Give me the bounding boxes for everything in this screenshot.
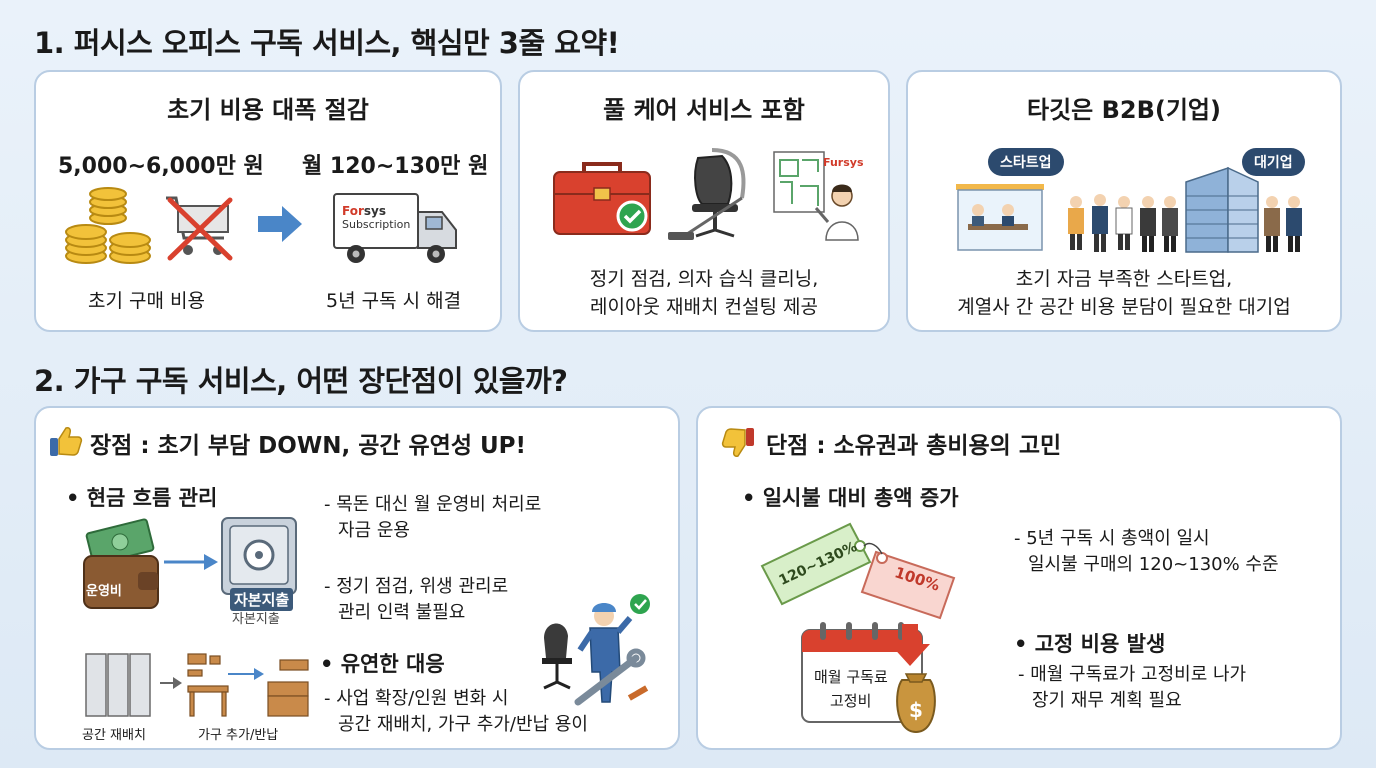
cash-bullet-2-line2: 관리 인력 불필요 bbox=[338, 602, 466, 623]
cash-flow-heading: • 현금 흐름 관리 bbox=[66, 486, 218, 510]
consultant-brand: Fursys bbox=[823, 156, 864, 169]
calendar-text-1: 매월 구독료 bbox=[814, 668, 888, 686]
section2-title: 2. 가구 구독 서비스, 어떤 장단점이 있을까? bbox=[34, 364, 568, 398]
flex-heading: • 유연한 대응 bbox=[320, 652, 445, 676]
price-tags-icon bbox=[760, 522, 956, 620]
arrow-right-icon bbox=[164, 554, 218, 570]
card-full-care-title: 풀 케어 서비스 포함 bbox=[603, 96, 805, 124]
flex-bullet-line2: 공간 재배치, 가구 추가/반납 용이 bbox=[338, 714, 588, 735]
section1-title: 1. 퍼시스 오피스 구독 서비스, 핵심만 3줄 요약! bbox=[34, 26, 620, 60]
space-caption: 공간 재배치 bbox=[82, 728, 146, 743]
safe-label: 자본지출 bbox=[230, 588, 294, 611]
card-initial-cost: 초기 비용 대폭 절감 5,000~6,000만 원 월 120~130만 원 … bbox=[34, 70, 502, 332]
subscription-truck-icon bbox=[333, 193, 457, 263]
arrow-right-icon bbox=[258, 206, 302, 242]
wallet-money-icon bbox=[83, 518, 159, 609]
b2b-desc-1: 초기 자금 부족한 스타트업, bbox=[1015, 268, 1233, 290]
dollar-icon: $ bbox=[909, 698, 923, 722]
upfront-price: 5,000~6,000만 원 bbox=[58, 154, 264, 179]
truck-brand-for: For bbox=[342, 204, 364, 218]
safe-icon bbox=[221, 517, 297, 599]
crossed-cart-icon bbox=[166, 196, 233, 261]
full-care-desc-2: 레이아웃 재배치 컨설팅 제공 bbox=[590, 296, 818, 318]
pros-title: 장점 : 초기 부담 DOWN, 공간 유연성 UP! bbox=[90, 433, 527, 459]
calendar-text-2: 고정비 bbox=[830, 692, 872, 710]
b2b-desc-2: 계열사 간 공간 비용 분담이 필요한 대기업 bbox=[957, 296, 1291, 318]
startup-office-icon bbox=[956, 184, 1133, 252]
tag-startup: 스타트업 bbox=[988, 148, 1064, 176]
full-care-desc-1: 정기 점검, 의자 습식 클리닝, bbox=[589, 268, 819, 290]
card-b2b-target: 타깃은 B2B(기업) 스타트업 대기업 초기 자금 부족한 스타트업, 계열사… bbox=[906, 70, 1342, 332]
wallet-label: 운영비 bbox=[86, 584, 122, 599]
furniture-icon bbox=[187, 653, 309, 717]
fixed-cost-heading: • 고정 비용 발생 bbox=[1014, 632, 1166, 656]
calendar-icon bbox=[801, 622, 936, 734]
truck-brand-sys: sys bbox=[363, 204, 386, 218]
card-b2b-title: 타깃은 B2B(기업) bbox=[1027, 96, 1221, 124]
tag-enterprise: 대기업 bbox=[1242, 148, 1305, 176]
chair-vacuum-icon bbox=[668, 148, 746, 240]
cash-bullet-2-line1: - 정기 점검, 위생 관리로 bbox=[324, 576, 509, 597]
total-bullet-line2: 일시불 구매의 120~130% 수준 bbox=[1028, 554, 1279, 575]
safe-label-under: 자본지출 bbox=[232, 612, 280, 627]
cash-bullet-1-line1: - 목돈 대신 월 운영비 처리로 bbox=[324, 494, 542, 515]
cash-bullet-1-line2: 자금 운용 bbox=[338, 520, 410, 541]
card-cons: 단점 : 소유권과 총비용의 고민 • 일시불 대비 총액 증가 120~130… bbox=[696, 406, 1342, 750]
card-initial-cost-title: 초기 비용 대폭 절감 bbox=[167, 96, 369, 124]
truck-subscription-label: Subscription bbox=[342, 218, 411, 231]
card-full-care: 풀 케어 서비스 포함 Fursys 정기 점검, 의자 습식 클리닝, 레이아… bbox=[518, 70, 890, 332]
enterprise-building-icon bbox=[1140, 166, 1302, 253]
toolbox-icon bbox=[553, 162, 651, 235]
total-bullet-line1: - 5년 구독 시 총액이 일시 bbox=[1014, 528, 1210, 549]
partition-icon bbox=[85, 653, 151, 717]
subscription-caption: 5년 구독 시 해결 bbox=[326, 290, 462, 312]
maintenance-worker-icon bbox=[542, 594, 650, 706]
thumbs-down-icon bbox=[721, 428, 754, 457]
total-cost-heading: • 일시불 대비 총액 증가 bbox=[742, 486, 959, 510]
fixed-bullet-line1: - 매월 구독료가 고정비로 나가 bbox=[1018, 664, 1247, 685]
furniture-caption: 가구 추가/반납 bbox=[198, 728, 279, 743]
truck-brand: Forsys bbox=[342, 204, 386, 218]
card-pros: 장점 : 초기 부담 DOWN, 공간 유연성 UP! • 현금 흐름 관리 운… bbox=[34, 406, 680, 750]
layout-consultant-icon bbox=[773, 151, 859, 241]
flex-bullet-line1: - 사업 확장/인원 변화 시 bbox=[324, 688, 509, 709]
monthly-price: 월 120~130만 원 bbox=[302, 154, 489, 179]
coins-icon bbox=[65, 187, 151, 264]
upfront-caption: 초기 구매 비용 bbox=[88, 290, 205, 312]
arrow-right-icon bbox=[160, 677, 182, 689]
fixed-bullet-line2: 장기 재무 계획 필요 bbox=[1032, 690, 1182, 711]
thumbs-up-icon bbox=[50, 427, 83, 456]
cons-title: 단점 : 소유권과 총비용의 고민 bbox=[766, 433, 1062, 459]
